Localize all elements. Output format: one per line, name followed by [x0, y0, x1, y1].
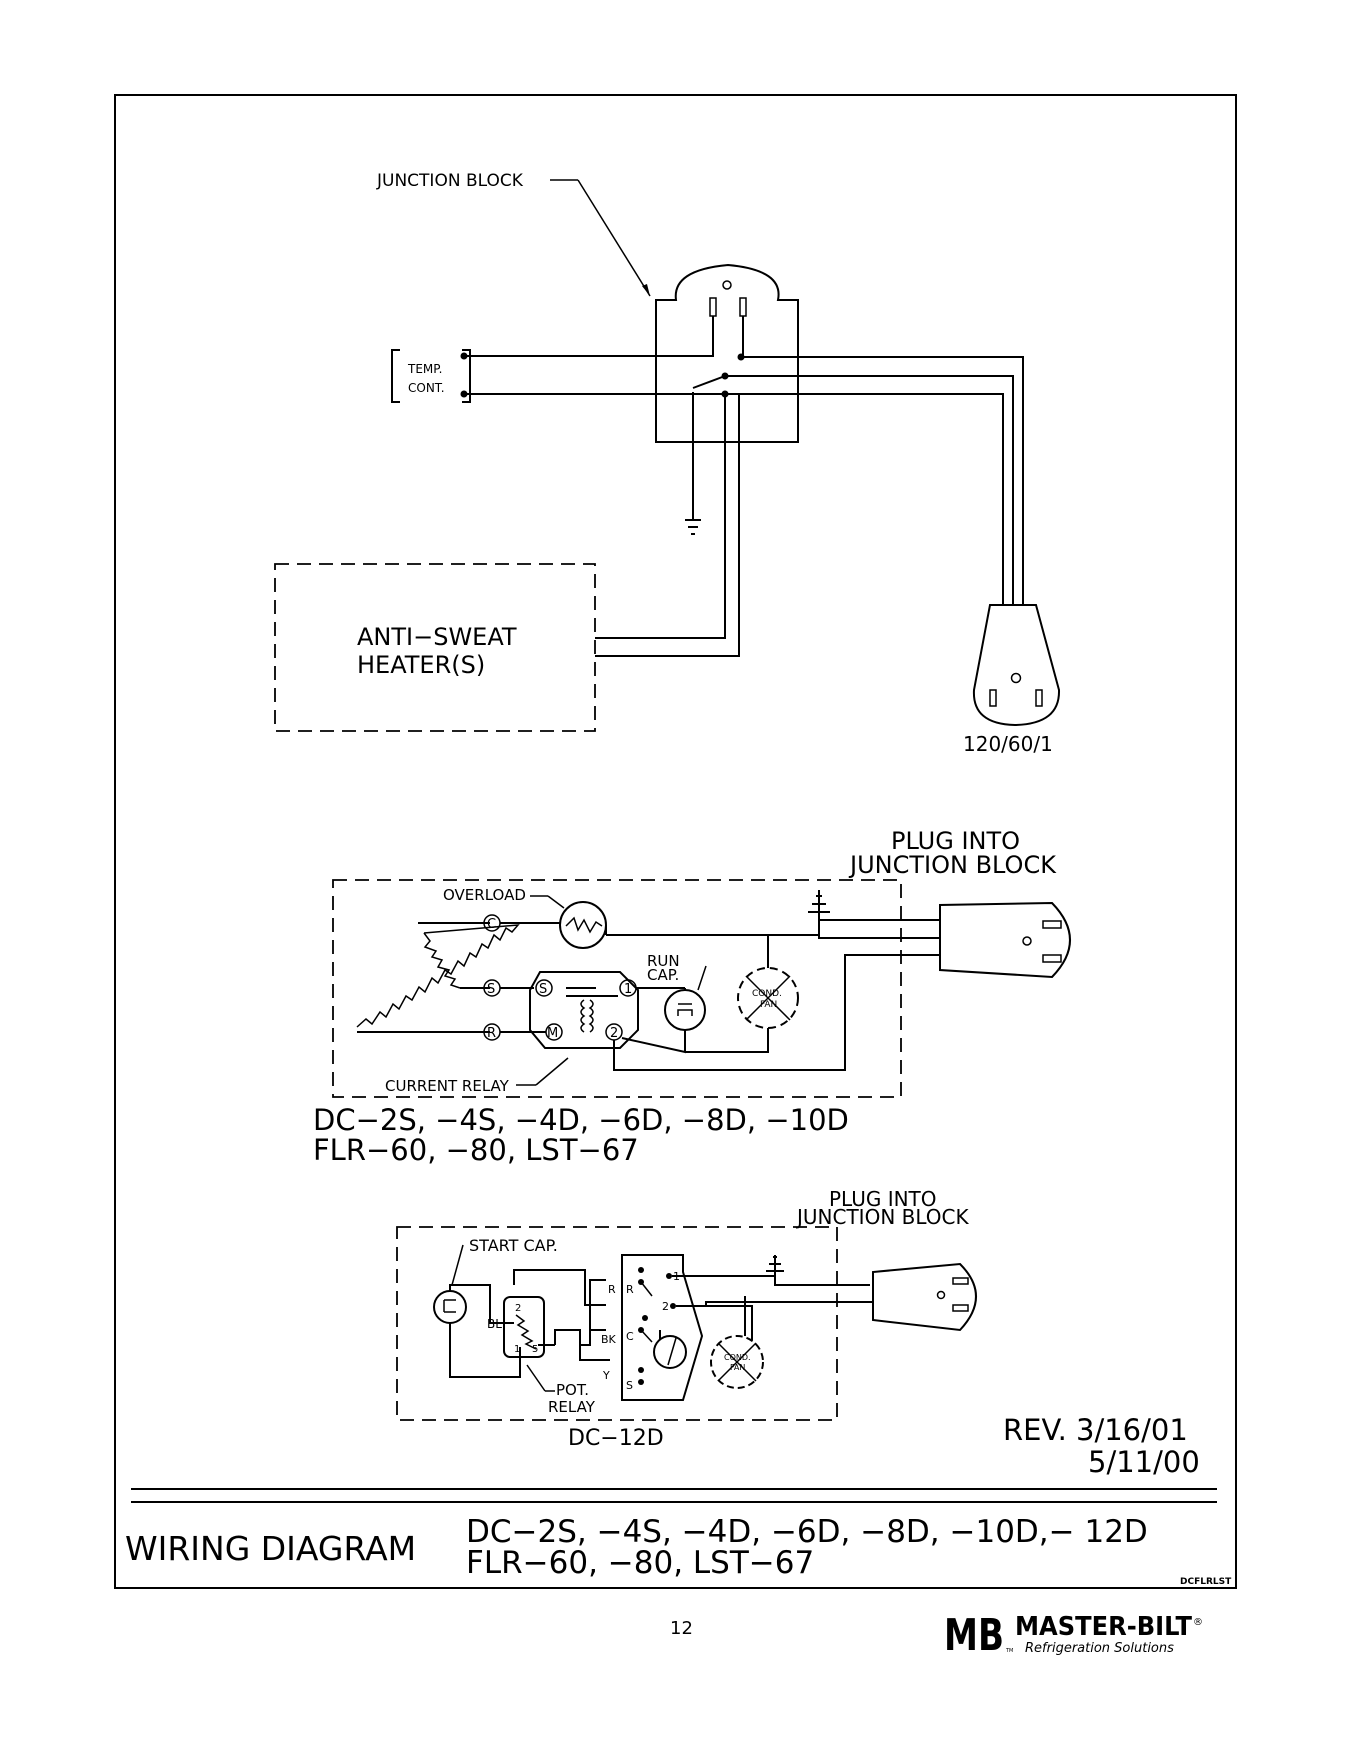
pot-relay-line1: POT. [556, 1381, 589, 1399]
revision-line1: REV. 3/16/01 [1003, 1413, 1188, 1447]
term-r: R [487, 1026, 496, 1041]
middle-compressor-box [332, 879, 902, 1098]
bottom-plug [872, 1262, 977, 1332]
middle-plug [939, 901, 1071, 979]
title-models-line2: FLR−60, −80, LST−67 [466, 1545, 814, 1581]
wire-bl: BL [487, 1317, 502, 1331]
bottom-cond-fan: COND. FAN [710, 1335, 764, 1389]
logo-brand: MASTER-BILT [1015, 1612, 1192, 1642]
wire-y: Y [602, 1369, 610, 1382]
relay-s: S [539, 982, 547, 997]
revision-line2: 5/11/00 [1088, 1445, 1200, 1479]
terminal-housing [621, 1254, 704, 1401]
title-wiring-diagram: WIRING DIAGRAM [125, 1529, 416, 1568]
term-2-label: 2 [662, 1300, 669, 1313]
relay-m: M [547, 1026, 558, 1041]
temp-control: TEMP. CONT. [391, 349, 471, 403]
relay-2: 2 [610, 1026, 618, 1041]
middle-fan-line1: COND. [752, 989, 782, 999]
pot-relay [503, 1296, 545, 1358]
relay-1-label: 1 [514, 1344, 520, 1355]
middle-diagram: PLUG INTO JUNCTION BLOCK C S R OVERLOAD … [313, 827, 1071, 1167]
bottom-fan-line2: FAN [730, 1363, 745, 1372]
wire-bk: BK [601, 1333, 617, 1346]
relay-2-label: 2 [515, 1303, 521, 1314]
terminal-cap [653, 1335, 687, 1369]
power-rating: 120/60/1 [963, 732, 1053, 756]
term-s-label: S [626, 1379, 633, 1392]
term-c-label: C [626, 1330, 634, 1343]
current-relay-label: CURRENT RELAY [385, 1077, 510, 1095]
run-cap-line1: RUN [647, 952, 680, 970]
anti-sweat-heater [274, 563, 596, 732]
title-block: WIRING DIAGRAM DC−2S, −4S, −4D, −6D, −8D… [125, 1488, 1232, 1587]
master-bilt-logo: MB MASTER-BILT ® Refrigeration Solutions… [944, 1610, 1203, 1661]
bottom-model: DC−12D [568, 1426, 664, 1451]
middle-model-line2: FLR−60, −80, LST−67 [313, 1133, 639, 1167]
middle-plug-line1: PLUG INTO [891, 827, 1020, 855]
relay-1: 1 [624, 982, 632, 997]
heater-line1: ANTI−SWEAT [357, 623, 517, 651]
drawing-code: DCFLRLST [1180, 1577, 1232, 1587]
overload-label: OVERLOAD [443, 886, 526, 904]
pot-relay-line2: RELAY [548, 1398, 596, 1416]
logo-reg: ® [1193, 1617, 1203, 1628]
middle-plug-line2: JUNCTION BLOCK [848, 851, 1057, 879]
middle-model-line1: DC−2S, −4S, −4D, −6D, −8D, −10D [313, 1103, 849, 1137]
term-r-label: R [626, 1283, 634, 1296]
start-cap-label: START CAP. [469, 1236, 558, 1255]
current-relay [529, 971, 639, 1049]
bottom-fan-line1: COND. [724, 1353, 751, 1362]
bottom-diagram: PLUG INTO JUNCTION BLOCK START CAP. BL 2… [396, 1187, 977, 1451]
top-diagram: JUNCTION BLOCK TEMP. CONT. [274, 171, 1061, 756]
middle-fan-line2: FAN [760, 1000, 777, 1010]
title-models-line1: DC−2S, −4S, −4D, −6D, −8D, −10D,− 12D [466, 1514, 1148, 1550]
top-plug [972, 604, 1061, 727]
run-cap-line2: CAP. [647, 966, 679, 984]
bottom-plug-line1: PLUG INTO [829, 1187, 937, 1211]
temp-cont-line1: TEMP. [407, 362, 442, 376]
relay-5-label: 5 [532, 1344, 538, 1355]
logo-mb: MB [944, 1610, 1004, 1661]
term-c: C [487, 917, 496, 932]
page-number: 12 [670, 1618, 693, 1639]
temp-cont-line2: CONT. [408, 381, 445, 395]
wire-r: R [608, 1283, 616, 1296]
junction-block-label: JUNCTION BLOCK [376, 171, 524, 191]
logo-tm: TM [1005, 1648, 1013, 1654]
term-s: S [487, 982, 495, 997]
start-capacitor [433, 1290, 467, 1324]
drawing-frame [114, 94, 1237, 1589]
cond-fan: COND. FAN [737, 967, 799, 1029]
heater-line2: HEATER(S) [357, 651, 485, 679]
bottom-compressor-box [396, 1226, 838, 1421]
logo-tagline: Refrigeration Solutions [1025, 1641, 1174, 1656]
junction-block [655, 263, 799, 443]
bottom-plug-line2: JUNCTION BLOCK [795, 1205, 969, 1229]
